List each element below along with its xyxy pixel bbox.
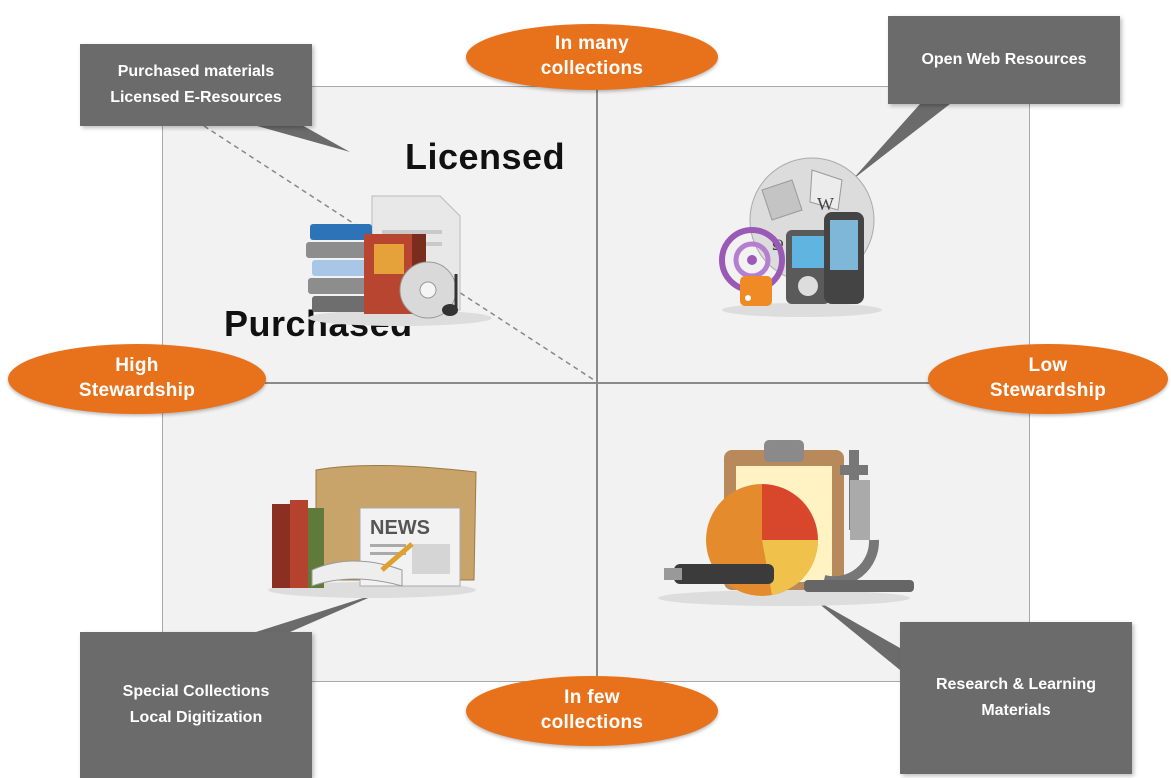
horizontal-axis-line	[162, 382, 1030, 384]
axis-top-label: In many collections	[540, 33, 644, 79]
svg-text:W: W	[817, 194, 834, 214]
axis-bottom-label: In few collections	[540, 687, 644, 733]
licensed-purchased-divider	[203, 125, 595, 381]
axis-top-oval: In many collections	[466, 24, 718, 90]
callout-bottom-left-text: Special Collections Local Digitization	[122, 683, 270, 726]
callout-pointer-bottom-left	[256, 592, 382, 632]
callout-bottom-right: Research & Learning Materials	[900, 622, 1132, 774]
vertical-axis-line	[596, 86, 598, 682]
newspaper-books-icon: NEWS	[268, 464, 477, 598]
axis-right-oval: Low Stewardship	[928, 344, 1168, 414]
callout-pointer-bottom-right	[812, 598, 900, 670]
wikipedia-globe-media-icon: W Ω	[719, 157, 882, 317]
books-cd-document-icon	[306, 195, 492, 326]
licensed-label: Licensed	[405, 136, 566, 177]
clipboard-chart-microscope-icon	[658, 440, 914, 606]
axis-right-label: Low Stewardship	[989, 355, 1107, 401]
svg-text:NEWS: NEWS	[370, 517, 430, 539]
axis-bottom-oval: In few collections	[466, 676, 718, 746]
callout-top-left: Purchased materials Licensed E-Resources	[80, 44, 312, 126]
callout-pointer-top-right	[852, 104, 950, 180]
callout-top-left-text: Purchased materials Licensed E-Resources	[110, 63, 282, 106]
axis-left-oval: High Stewardship	[8, 344, 266, 414]
callout-pointer-top-left	[250, 124, 350, 152]
callout-top-right: Open Web Resources	[888, 16, 1120, 104]
callout-top-right-text: Open Web Resources	[921, 51, 1087, 69]
callout-bottom-right-text: Research & Learning Materials	[935, 676, 1097, 719]
axis-left-label: High Stewardship	[78, 355, 196, 401]
callout-bottom-left: Special Collections Local Digitization	[80, 632, 312, 778]
